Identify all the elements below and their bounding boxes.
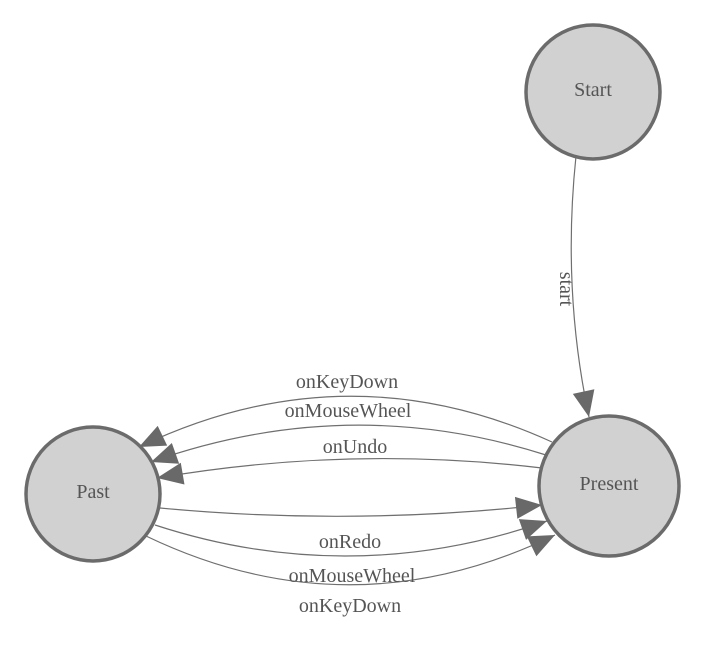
edge-label-onKeyDown: onKeyDown (299, 595, 401, 617)
node-present[interactable] (537, 414, 681, 558)
edge-label-onMouseWheel: onMouseWheel (285, 400, 412, 422)
node-past[interactable] (24, 425, 162, 563)
edge-label-onKeyDown: onKeyDown (296, 371, 398, 393)
edge-past-present (145, 534, 556, 586)
arrowheads-layer (139, 389, 595, 557)
arrowhead-icon (514, 496, 542, 519)
edge-present-past (156, 457, 543, 479)
node-start[interactable] (524, 23, 662, 161)
arrowhead-icon (151, 442, 180, 464)
arrowhead-icon (139, 425, 168, 447)
edge-label-onMouseWheel: onMouseWheel (289, 565, 416, 587)
edge-present-past (150, 424, 547, 463)
edge-label-start: start (555, 272, 577, 307)
edge-label-onRedo: onRedo (319, 531, 381, 553)
nodes-layer (24, 23, 681, 563)
edge-past-present (154, 520, 548, 557)
edge-start-present (570, 155, 590, 418)
node-label-past: Past (76, 481, 110, 503)
arrowhead-icon (157, 462, 185, 485)
arrowhead-icon (526, 535, 555, 557)
arrowhead-icon (572, 389, 595, 417)
node-label-present: Present (580, 473, 639, 495)
edges-layer (138, 155, 590, 586)
labels-layer: start onKeyDown onMouseWheel onUndo onRedo on… (76, 79, 639, 617)
edge-label-onUndo: onUndo (323, 436, 387, 458)
edge-past-present (159, 504, 543, 517)
arrowhead-icon (518, 519, 547, 540)
node-label-start: Start (574, 79, 612, 101)
edge-present-past (138, 395, 553, 448)
